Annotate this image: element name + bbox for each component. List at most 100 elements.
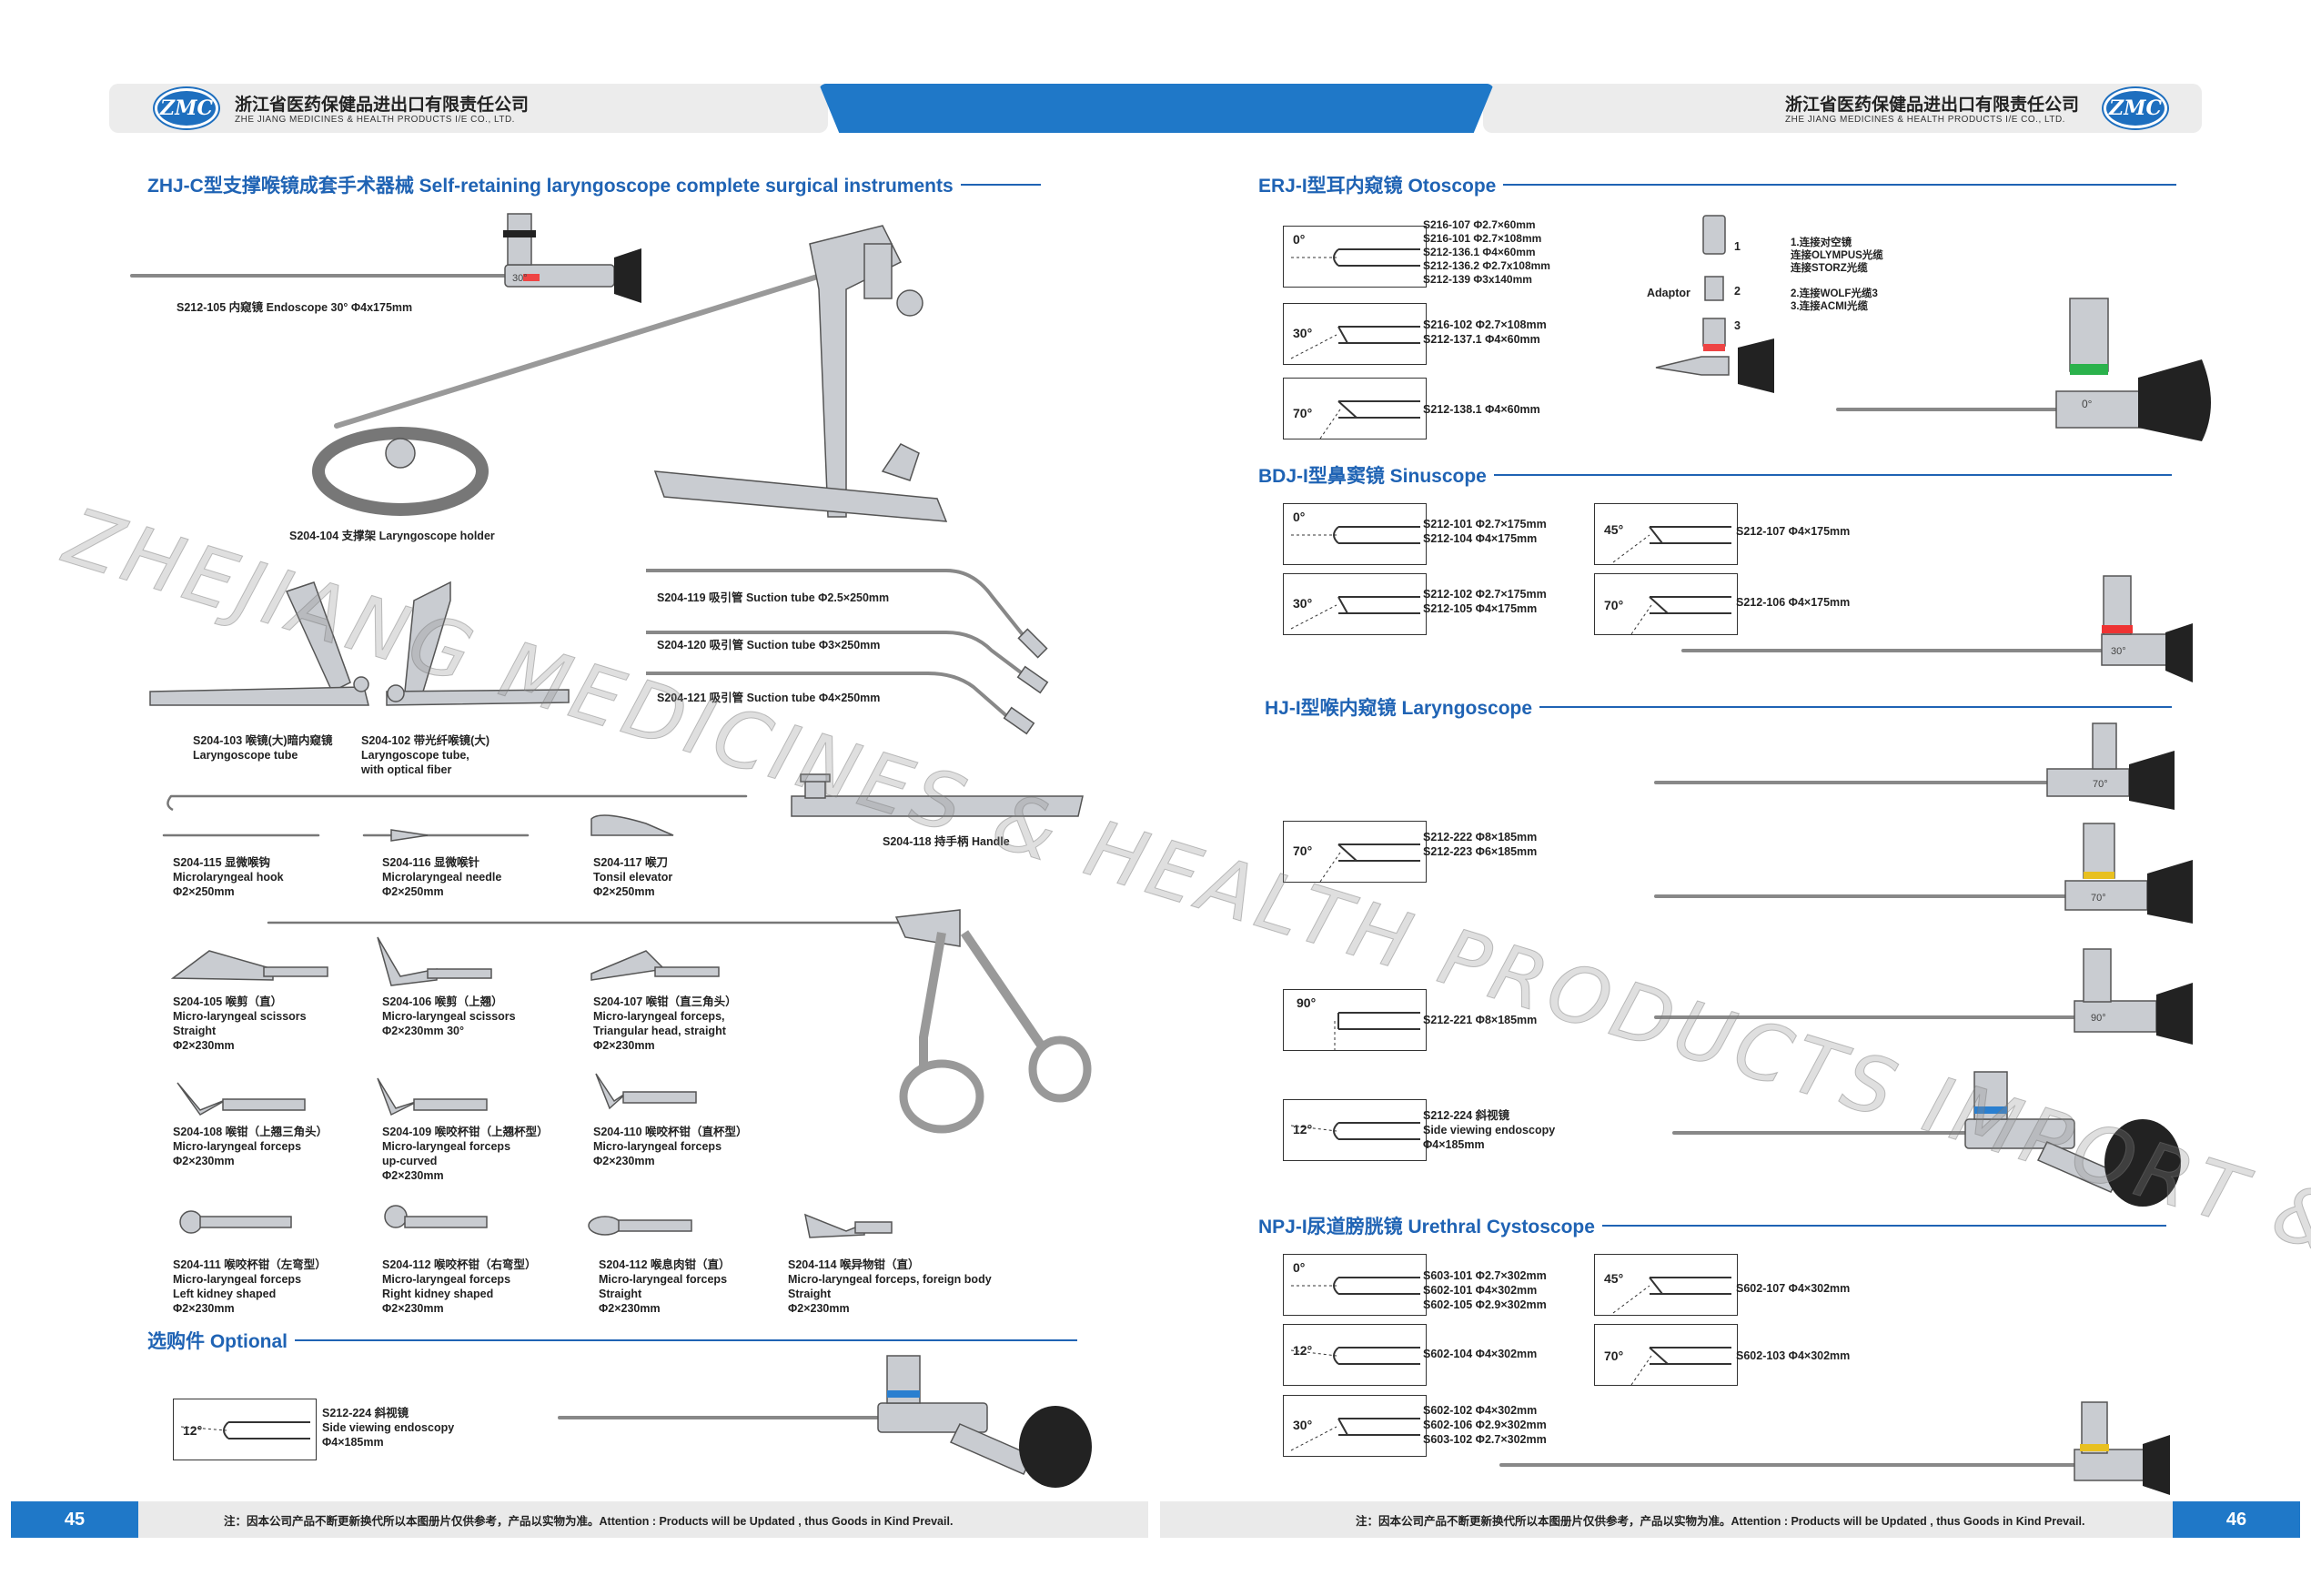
company-name-cn-right: 浙江省医药保健品进出口有限责任公司	[1785, 96, 2080, 115]
lar-12-caption: S212-224 斜视镜 Side viewing endoscopy Φ4×1…	[1423, 1109, 1556, 1151]
sinus-0-angle-label: 0°	[1293, 510, 1306, 524]
adaptor-image	[1655, 215, 1774, 393]
sinus-30-caption: S212-102 Φ2.7×175mm S212-105 Φ4×175mm	[1423, 588, 1547, 615]
hook-115-caption: S204-115 显微喉钩 Microlaryngeal hook Φ2×250…	[173, 856, 284, 898]
cyst-0-caption: S603-101 Φ2.7×302mm S602-101 Φ4×302mm S6…	[1423, 1269, 1547, 1311]
optional-angle-label: 12°	[183, 1423, 203, 1438]
lar-12-angle-box: 12°	[1283, 1099, 1427, 1161]
oto-0-caption: S216-107 Φ2.7×60mm S216-101 Φ2.7×108mm S…	[1423, 218, 1550, 286]
cystoscope-image	[1499, 1401, 2170, 1495]
forceps-105-caption: S204-105 喉剪（直） Micro-laryngeal scissors …	[173, 995, 307, 1052]
optional-angle-box: 12°	[173, 1399, 317, 1460]
cyst-12-angle-box: 12°	[1283, 1324, 1427, 1386]
company-logo-right: ZMC	[2104, 88, 2167, 128]
suction-119-caption: S204-119 吸引管 Suction tube Φ2.5×250mm	[657, 591, 890, 604]
sinuscope-image: 30°	[1681, 575, 2193, 682]
adaptor-label: Adaptor	[1647, 287, 1690, 299]
cyst-12-angle-label: 12°	[1293, 1343, 1313, 1358]
oto-0-angle-box: 0°	[1283, 226, 1427, 288]
oto-30-angle-label: 30°	[1293, 326, 1313, 340]
lar-90-angle-label: 90°	[1297, 995, 1317, 1010]
sinus-0-caption: S212-101 Φ2.7×175mm S212-104 Φ4×175mm	[1423, 518, 1547, 545]
lar-90-caption: S212-221 Φ8×185mm	[1423, 1014, 1538, 1026]
microlaryngeal-hook-needle-elevator-image	[162, 794, 748, 842]
forceps-107-caption: S204-107 喉钳（直三角头） Micro-laryngeal forcep…	[593, 995, 737, 1052]
laryngoscope-holder-image	[312, 225, 948, 522]
section-title-sinuscope-text: BDJ-I型鼻窦镜 Sinuscope	[1258, 466, 1487, 487]
section-title-laryngoscope: HJ-I型喉内窥镜 Laryngoscope	[1265, 693, 2173, 721]
otoscope-deg-label: 0°	[2082, 398, 2093, 410]
elevator-117-caption: S204-117 喉刀 Tonsil elevator Φ2×250mm	[593, 856, 673, 898]
section-title-text: ZHJ-C型支撑喉镜成套手术器械 Self-retaining laryngos…	[147, 176, 954, 197]
cyst-30-angle-box: 30°	[1283, 1395, 1427, 1457]
sinus-70-angle-box: 70°	[1594, 573, 1738, 635]
cyst-45-caption: S602-107 Φ4×302mm	[1736, 1282, 1851, 1295]
suction-121-caption: S204-121 吸引管 Suction tube Φ4×250mm	[657, 692, 881, 704]
forceps-handle-image	[267, 909, 1092, 1134]
forceps-111-caption: S204-111 喉咬杯钳（左弯型） Micro-laryngeal force…	[173, 1258, 327, 1315]
sinus-30-angle-label: 30°	[1293, 596, 1313, 611]
laryngoscope-2-deg-label: 70°	[2091, 893, 2106, 904]
oto-70-caption: S212-138.1 Φ4×60mm	[1423, 403, 1540, 416]
section-title-cystoscope-text: NPJ-I尿道膀胱镜 Urethral Cystoscope	[1258, 1217, 1595, 1237]
header-center-band	[819, 84, 1494, 133]
forceps-106-caption: S204-106 喉剪（上翘） Micro-laryngeal scissors…	[382, 995, 516, 1037]
laryngoscope-90-image: 90°	[1654, 948, 2193, 1045]
lar-70-angle-box: 70°	[1283, 821, 1427, 883]
adaptor-number-2: 2	[1734, 285, 1741, 298]
cyst-30-angle-label: 30°	[1293, 1418, 1313, 1432]
footer-note-right: 注：因本公司产品不断更新换代所以本图册片仅供参考，产品以实物为准。Attenti…	[1356, 1515, 2085, 1528]
cyst-30-caption: S602-102 Φ4×302mm S602-106 Φ2.9×302mm S6…	[1423, 1404, 1547, 1446]
endoscope-30-image: 30°	[130, 213, 641, 303]
forceps-tips-row2-image	[177, 1073, 697, 1116]
handle-118-caption: S204-118 持手柄 Handle	[883, 835, 1010, 848]
oto-0-angle-label: 0°	[1293, 232, 1306, 247]
laryngoscope-70-image-1: 70°	[1654, 722, 2175, 810]
section-title-otoscope: ERJ-I型耳内窥镜 Otoscope	[1258, 171, 2177, 198]
laryngoscope-holder-caption: S204-104 支撑架 Laryngoscope holder	[289, 530, 495, 542]
cyst-0-angle-label: 0°	[1293, 1260, 1306, 1275]
laryngoscope-side-viewing-image	[1672, 1071, 2181, 1207]
section-title-laryngoscope-set: ZHJ-C型支撑喉镜成套手术器械 Self-retaining laryngos…	[147, 171, 1041, 198]
company-name-en-left: ZHE JIANG MEDICINES & HEALTH PRODUCTS I/…	[235, 115, 515, 125]
suction-tubes-image	[646, 569, 1049, 735]
adaptor-number-1: 1	[1734, 240, 1741, 253]
handle-image	[791, 773, 1084, 817]
lar-70-caption: S212-222 Φ8×185mm S212-223 Φ6×185mm	[1423, 831, 1538, 858]
sinus-30-angle-box: 30°	[1283, 573, 1427, 635]
needle-116-caption: S204-116 显微喉针 Microlaryngeal needle Φ2×2…	[382, 856, 502, 898]
company-name-en-right: ZHE JIANG MEDICINES & HEALTH PRODUCTS I/…	[1785, 115, 2065, 125]
forceps-109-caption: S204-109 喉咬杯钳（上翘杯型） Micro-laryngeal forc…	[382, 1126, 549, 1182]
endoscope-deg-label: 30°	[512, 273, 528, 284]
lar-70-angle-label: 70°	[1293, 843, 1313, 858]
header-bar-left	[109, 84, 828, 133]
oto-70-angle-box: 70°	[1283, 378, 1427, 439]
section-title-optional: 选购件 Optional	[147, 1327, 1077, 1354]
forceps-114-caption: S204-114 喉异物钳（直） Micro-laryngeal forceps…	[788, 1258, 992, 1315]
footer-note-left: 注：因本公司产品不断更新换代所以本图册片仅供参考，产品以实物为准。Attenti…	[224, 1515, 954, 1528]
tube-103-caption: S204-103 喉镜(大)暗内窥镜 Laryngoscope tube	[193, 734, 333, 762]
sinus-70-angle-label: 70°	[1604, 598, 1624, 612]
cyst-45-angle-label: 45°	[1604, 1271, 1624, 1286]
otoscope-image: 0°	[1836, 298, 2211, 441]
forceps-tips-row3-image	[179, 1205, 893, 1238]
oto-70-angle-label: 70°	[1293, 406, 1313, 420]
oto-30-angle-box: 30°	[1283, 303, 1427, 365]
forceps-112b-caption: S204-112 喉息肉钳（直） Micro-laryngeal forceps…	[599, 1258, 731, 1315]
suction-120-caption: S204-120 吸引管 Suction tube Φ3×250mm	[657, 639, 881, 652]
section-title-sinuscope: BDJ-I型鼻窦镜 Sinuscope	[1258, 461, 2172, 489]
section-title-optional-text: 选购件 Optional	[147, 1331, 288, 1352]
adaptor-notes: 1.连接对空镜 连接OLYMPUS光缆 连接STORZ光缆 2.连接WOLF光缆…	[1791, 237, 1883, 312]
footer-bar-right	[1160, 1501, 2300, 1538]
forceps-112a-caption: S204-112 喉咬杯钳（右弯型） Micro-laryngeal force…	[382, 1258, 537, 1315]
footer-bar-left	[11, 1501, 1148, 1538]
sinus-70-caption: S212-106 Φ4×175mm	[1736, 596, 1851, 609]
oto-30-caption: S216-102 Φ2.7×108mm S212-137.1 Φ4×60mm	[1423, 318, 1547, 346]
section-title-cystoscope: NPJ-I尿道膀胱镜 Urethral Cystoscope	[1258, 1212, 2166, 1239]
company-logo-left: ZMC	[155, 88, 218, 128]
laryngoscope-1-deg-label: 70°	[2093, 779, 2108, 790]
optional-side-viewing-endoscope-image	[558, 1355, 1092, 1488]
laryngoscope-70-image-2: 70°	[1654, 823, 2193, 924]
cyst-70-angle-label: 70°	[1604, 1349, 1624, 1363]
forceps-110-caption: S204-110 喉咬杯钳（直杯型） Micro-laryngeal force…	[593, 1126, 748, 1167]
